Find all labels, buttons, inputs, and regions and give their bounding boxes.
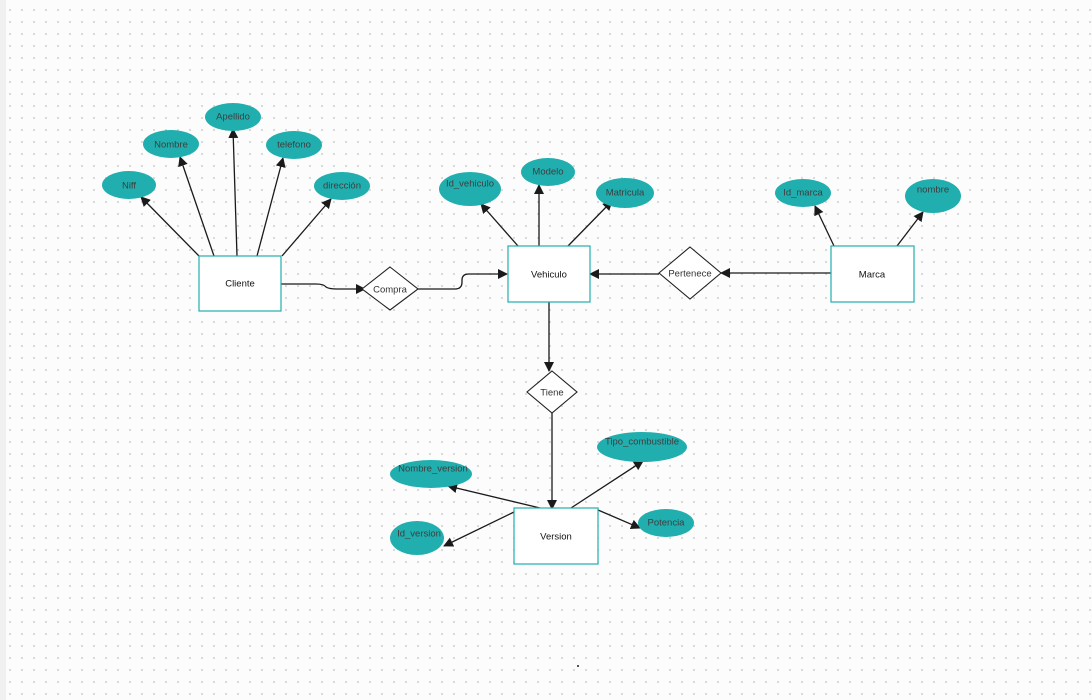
attribute-modelo-label: Modelo xyxy=(532,167,563,178)
relationship-pertenece-diamond[interactable] xyxy=(658,246,722,300)
attribute-nombre-marca-label: nombre xyxy=(917,185,949,196)
relationship-compra[interactable]: Compra xyxy=(361,266,419,311)
relationship-tiene-diamond[interactable] xyxy=(526,370,578,414)
attribute-id-marca-ellipse[interactable] xyxy=(775,179,831,207)
attribute-telefono-ellipse[interactable] xyxy=(266,131,322,159)
edge-vehiculo-id[interactable] xyxy=(480,203,519,247)
attribute-direccion-label: dirección xyxy=(323,181,361,192)
attribute-id-marca[interactable]: Id_marca xyxy=(775,179,831,207)
edge-marca-id[interactable] xyxy=(814,205,835,247)
attribute-nombre-ellipse[interactable] xyxy=(143,130,199,158)
relationship-pertenece[interactable]: Pertenece xyxy=(658,246,722,300)
entity-version-label: Version xyxy=(540,532,572,543)
entity-cliente[interactable]: Cliente xyxy=(198,255,282,312)
attribute-tipo-combustible-ellipse[interactable] xyxy=(597,432,687,462)
attribute-nombre-version-ellipse[interactable] xyxy=(390,460,472,488)
attribute-tipo-combustible-label: Tipo_combustible xyxy=(605,437,679,448)
edge-vehiculo-matricula[interactable] xyxy=(567,200,613,247)
edge-version-potencia[interactable] xyxy=(597,509,641,530)
relationship-compra-label: Compra xyxy=(373,285,408,296)
attribute-potencia-ellipse[interactable] xyxy=(638,509,694,537)
attribute-nombre-version[interactable]: Nombre_version xyxy=(390,460,472,488)
edge-cliente-nombre[interactable] xyxy=(178,156,215,257)
attribute-niff-ellipse[interactable] xyxy=(102,171,156,199)
edge-marca-nombre[interactable] xyxy=(896,211,924,247)
attribute-direccion-ellipse[interactable] xyxy=(314,172,370,200)
entity-version-box[interactable] xyxy=(513,507,599,565)
attribute-apellido-label: Apellido xyxy=(216,112,250,123)
edge-version-nombre[interactable] xyxy=(447,483,541,509)
entity-version[interactable]: Version xyxy=(513,507,599,565)
attribute-id-version-label: Id_version xyxy=(397,529,441,540)
entity-marca-box[interactable] xyxy=(830,245,915,303)
edge-compra-vehiculo[interactable] xyxy=(418,269,508,290)
attribute-nombre-marca-ellipse[interactable] xyxy=(905,179,961,213)
attribute-telefono-label: telefono xyxy=(277,140,311,151)
entity-cliente-label: Cliente xyxy=(225,279,255,290)
attribute-matricula-label: Matricula xyxy=(606,188,645,199)
attribute-apellido-ellipse[interactable] xyxy=(205,103,261,131)
edge-cliente-apellido[interactable] xyxy=(228,128,239,257)
attribute-nombre-marca[interactable]: nombre xyxy=(905,179,961,213)
attribute-niff[interactable]: Niff xyxy=(102,171,156,199)
attribute-id-marca-label: Id_marca xyxy=(783,188,823,199)
edge-version-id[interactable] xyxy=(443,511,515,547)
entity-vehiculo-label: Vehiculo xyxy=(531,270,567,281)
entity-cliente-box[interactable] xyxy=(198,255,282,312)
relationship-pertenece-label: Pertenece xyxy=(668,269,711,280)
edge-cliente-direccion[interactable] xyxy=(281,198,332,257)
edge-cliente-compra[interactable] xyxy=(281,283,366,294)
entity-marca-label: Marca xyxy=(859,270,886,281)
attribute-tipo-combustible[interactable]: Tipo_combustible xyxy=(597,432,687,462)
attribute-direccion[interactable]: dirección xyxy=(314,172,370,200)
attribute-modelo[interactable]: Modelo xyxy=(521,158,575,186)
attribute-nombre-label: Nombre xyxy=(154,140,188,151)
relationship-compra-diamond[interactable] xyxy=(361,266,419,311)
attribute-matricula-ellipse[interactable] xyxy=(596,178,654,208)
attribute-id-version-ellipse[interactable] xyxy=(390,521,444,555)
attribute-potencia[interactable]: Potencia xyxy=(638,509,694,537)
entity-marca[interactable]: Marca xyxy=(830,245,915,303)
relationship-tiene-label: Tiene xyxy=(540,388,563,399)
edge-cliente-telefono[interactable] xyxy=(256,157,286,257)
entity-vehiculo-box[interactable] xyxy=(507,245,591,303)
attribute-modelo-ellipse[interactable] xyxy=(521,158,575,186)
attribute-nombre[interactable]: Nombre xyxy=(143,130,199,158)
attribute-id-vehiculo-ellipse[interactable] xyxy=(439,172,501,206)
attribute-id-vehiculo-label: Id_vehiculo xyxy=(446,179,494,190)
attribute-matricula[interactable]: Matricula xyxy=(596,178,654,208)
connectors xyxy=(140,128,924,547)
attribute-niff-label: Niff xyxy=(122,181,136,192)
attribute-telefono[interactable]: telefono xyxy=(266,131,322,159)
attribute-potencia-label: Potencia xyxy=(648,518,686,529)
relationship-tiene[interactable]: Tiene xyxy=(526,370,578,414)
attribute-apellido[interactable]: Apellido xyxy=(205,103,261,131)
canvas-dot xyxy=(577,665,579,667)
attribute-nombre-version-label: Nombre_version xyxy=(398,464,468,475)
attribute-id-vehiculo[interactable]: Id_vehiculo xyxy=(439,172,501,206)
edge-version-tipo[interactable] xyxy=(570,460,644,509)
edge-cliente-niff[interactable] xyxy=(140,196,200,257)
entity-vehiculo[interactable]: Vehiculo xyxy=(507,245,591,303)
attribute-id-version[interactable]: Id_version xyxy=(390,521,444,555)
